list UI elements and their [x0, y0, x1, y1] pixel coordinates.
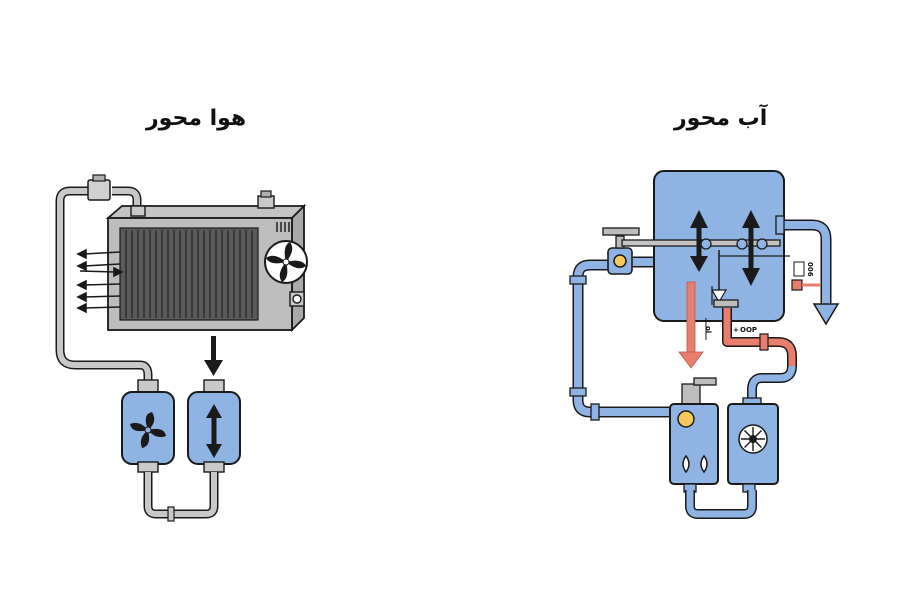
air-cooled-system [55, 174, 308, 522]
airflow-arrows [76, 248, 124, 314]
water-cooled-title: آب محور [674, 106, 768, 131]
air-radiator [105, 190, 308, 333]
down-arrow-icon [812, 303, 840, 326]
label-bottom-arrow: + [733, 326, 739, 334]
flame-icon [682, 454, 708, 474]
water-cooled-system: 006 ol OOP + [569, 170, 840, 519]
water-left-loop-pipe [569, 259, 680, 421]
hot-return-pipe [713, 299, 797, 404]
label-vertical-left: ol [704, 326, 712, 333]
gauge-icon [289, 291, 305, 307]
water-pump-unit [727, 397, 779, 493]
fan-icon [264, 240, 308, 284]
up-down-arrow-icon [690, 210, 708, 272]
up-down-arrow-icon [742, 210, 760, 286]
down-arrow-icon [204, 336, 223, 376]
wheel-icon [738, 424, 768, 454]
label-right-side: 006 [806, 262, 814, 277]
radiator-fins [125, 230, 253, 318]
air-return-hose [55, 186, 153, 385]
label-bottom: OOP [740, 326, 757, 334]
air-cooled-title: هوا محور [146, 106, 247, 131]
air-bottom-hose [143, 472, 219, 522]
fan-icon [130, 412, 166, 448]
water-inlet-valve [602, 227, 640, 275]
water-outlet-pipe [775, 215, 840, 326]
air-tank-pump [187, 379, 241, 473]
gauge-icon [613, 254, 627, 268]
water-bottom-pipe [685, 490, 757, 519]
air-tank-fan [121, 379, 175, 473]
valve-handle [602, 227, 640, 236]
radiator-cap [257, 195, 275, 209]
up-down-arrow-icon [206, 404, 222, 458]
air-hose-coupling [87, 179, 111, 201]
gauge-icon [677, 410, 695, 428]
hot-flow-arrow [678, 281, 704, 369]
water-heater-unit [669, 377, 719, 493]
